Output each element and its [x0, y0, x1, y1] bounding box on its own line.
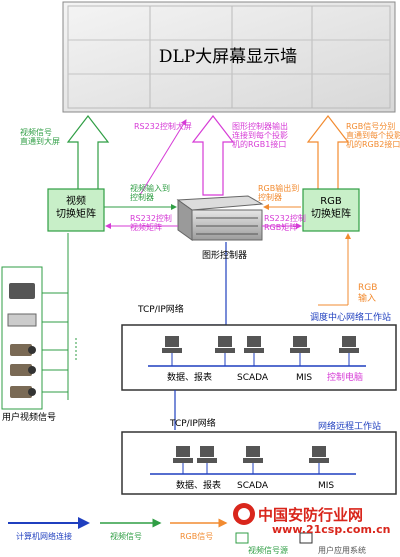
- annotation-rgb-to-rgb2: RGB信号分别直通到每个投影机的RGB2接口: [346, 122, 400, 149]
- center-label-scada: SCADA: [237, 373, 269, 383]
- annotation-video-in: 视频输入到控制器: [130, 184, 170, 202]
- watermark-url: www.21csp.com.cn: [272, 523, 391, 536]
- arrow-rgb-to-wall: [306, 115, 350, 196]
- annotation-rs232-video: RS232控制视频矩阵: [130, 214, 172, 232]
- screen-title: DLP大屏幕显示墙: [158, 47, 298, 67]
- rgb-matrix-box: [302, 188, 360, 232]
- watermark-text: 中国安防行业网: [258, 506, 364, 524]
- camera-icons: [7, 283, 37, 398]
- legend-video-source-box: [235, 532, 249, 544]
- annotation-video-to-wall: 视频信号直通到大屏: [20, 128, 60, 146]
- graphic-controller-label: 图形控制器: [202, 251, 248, 261]
- center-label-control-pc: 控制电脑: [327, 373, 364, 383]
- legend-rgb-label: RGB信号: [180, 532, 214, 541]
- center-network-title: 调度中心网络工作站: [310, 313, 392, 323]
- remote-label-mis: MIS: [318, 481, 335, 491]
- dlp-screen-wall: [62, 1, 396, 113]
- graphic-controller-unit: [176, 195, 264, 241]
- legend-user-system-box: [299, 532, 313, 544]
- video-matrix-label: 视频切换矩阵: [56, 196, 96, 220]
- remote-network-title: 网络远程工作站: [318, 422, 382, 432]
- legend-user-system-label: 用户应用系统: [318, 546, 366, 555]
- user-video-label: 用户视频信号: [2, 413, 57, 423]
- center-label-mis: MIS: [296, 373, 313, 383]
- arrow-video-to-wall: [66, 115, 110, 196]
- legend-video-source-label: 视频信号源: [248, 546, 288, 555]
- center-tcpip-label: TCP/IP网络: [138, 305, 184, 315]
- remote-tcpip-label: TCP/IP网络: [170, 419, 216, 429]
- remote-workstations: [173, 446, 329, 474]
- center-network-box: [121, 324, 397, 391]
- arrow-controller-to-wall: [191, 115, 235, 196]
- annotation-controller-to-rgb1: 图形控制器输出连接到每个投影机的RGB1接口: [232, 122, 288, 149]
- center-label-data: 数据、报表: [167, 373, 213, 383]
- center-workstations: [162, 336, 359, 366]
- legend-network-label: 计算机网络连接: [16, 532, 72, 541]
- annotation-rgb-out: RGB输出到控制器: [258, 184, 300, 202]
- annotation-rs232-wall: RS232控制大屏: [134, 122, 192, 131]
- remote-label-data: 数据、报表: [176, 481, 222, 491]
- video-matrix-box: [47, 188, 105, 232]
- watermark-logo: [233, 503, 255, 525]
- legend-video-label: 视频信号: [110, 532, 142, 541]
- remote-label-scada: SCADA: [237, 481, 269, 491]
